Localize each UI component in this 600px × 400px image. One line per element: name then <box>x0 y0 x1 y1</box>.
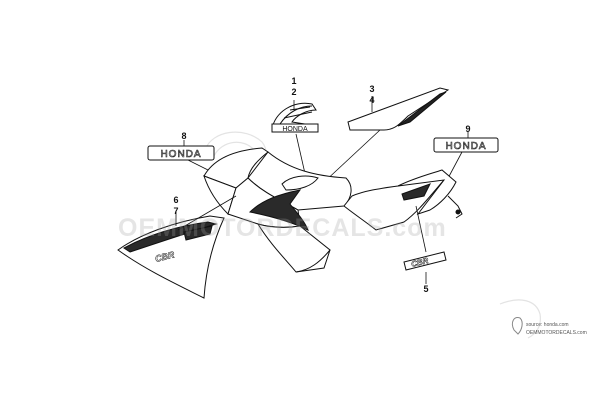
callout-5: 5 <box>423 284 429 294</box>
front-cowl-decal: CBR <box>117 215 225 299</box>
callout-7: 7 <box>173 206 179 216</box>
leader-line-3-seat <box>321 129 381 185</box>
front-cowl-decal-text: CBR <box>154 249 176 264</box>
tail-stripe-decal <box>347 87 450 131</box>
footer-source: source: honda.com <box>526 322 569 328</box>
callout-2: 2 <box>291 87 297 97</box>
honda-side-decal-right: HONDA <box>433 137 499 153</box>
callout-6: 6 <box>173 195 179 205</box>
footer-logo-icon <box>511 317 523 335</box>
callout-1: 1 <box>291 76 297 86</box>
callout-3: 3 <box>369 84 375 94</box>
motorcycle-fairing-outline <box>203 147 463 273</box>
watermark-text: OEMMOTORDECALS.com <box>118 214 447 242</box>
wing-emblem-decal: HONDA <box>271 102 319 133</box>
wing-emblem-text: HONDA <box>282 126 308 133</box>
callout-9: 9 <box>465 124 471 134</box>
callout-8: 8 <box>181 131 187 141</box>
footer-site: OEMMOTORDECALS.com <box>526 330 587 336</box>
honda-side-decal-right-text: HONDA <box>445 141 486 152</box>
leader-line-5-tail <box>415 205 427 253</box>
leader-line-6-fairing <box>177 195 237 231</box>
callout-4: 4 <box>369 95 375 105</box>
honda-side-decal-left-text: HONDA <box>160 149 201 160</box>
cbr-tail-decal: CBR <box>403 251 447 271</box>
cbr-tail-decal-text: CBR <box>410 256 429 269</box>
honda-side-decal-left: HONDA <box>147 145 215 161</box>
